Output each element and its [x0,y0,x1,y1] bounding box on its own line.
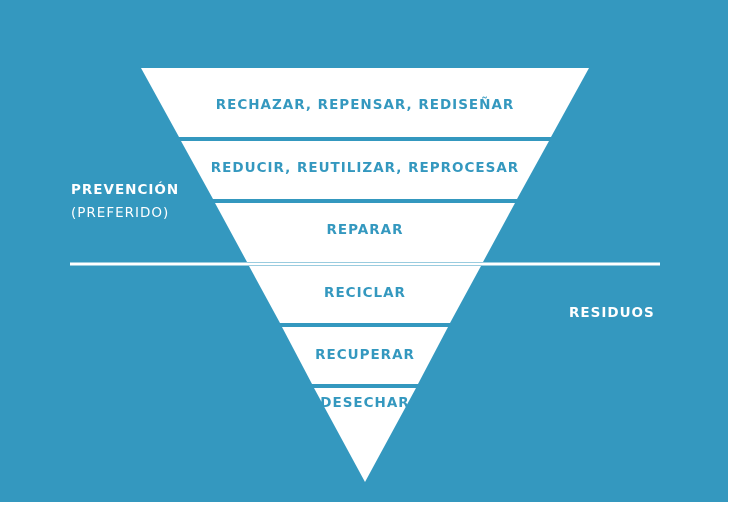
tier-label-4: RECICLAR [324,285,406,301]
tier-label-6: DESECHAR [320,395,409,411]
tier-band-4 [249,266,481,323]
diagram-background: RECHAZAR, REPENSAR, REDISEÑAR REDUCIR, R… [0,0,728,502]
tier-label-2: REDUCIR, REUTILIZAR, REPROCESAR [211,160,519,176]
tier-band-1 [141,68,589,137]
tier-band-6 [314,388,416,482]
prevention-subtitle: (PREFERIDO) [71,205,169,221]
tier-band-3 [215,203,515,262]
tier-label-5: RECUPERAR [315,347,415,363]
waste-title: RESIDUOS [569,305,655,321]
tier-label-3: REPARAR [327,222,404,238]
tier-band-5 [282,327,448,384]
prevention-title: PREVENCIÓN [71,180,179,198]
tier-label-1: RECHAZAR, REPENSAR, REDISEÑAR [216,96,515,113]
tier-band-2 [181,141,549,199]
